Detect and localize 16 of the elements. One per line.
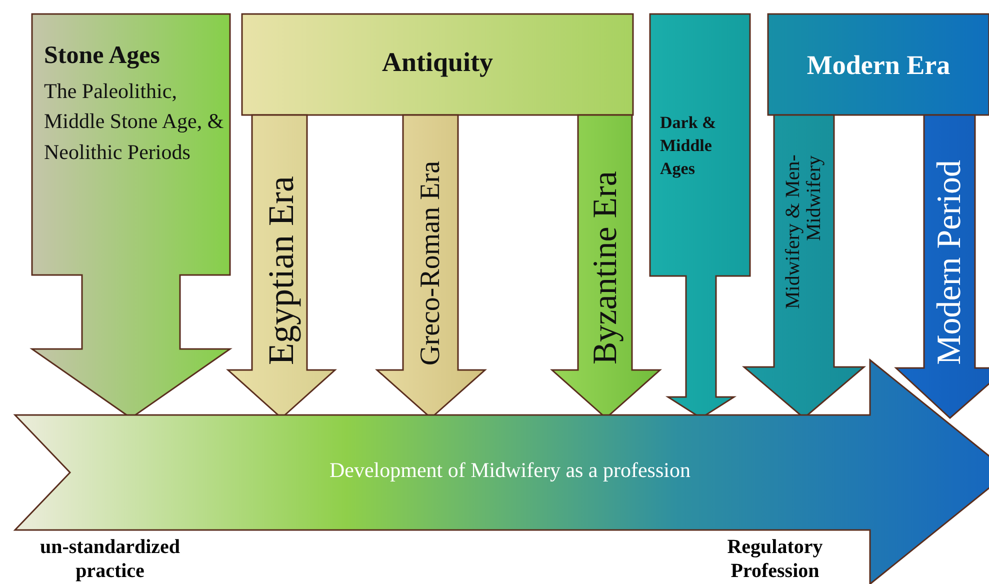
era-label: Greco-Roman Era	[417, 161, 445, 366]
era-column	[896, 115, 989, 418]
era-label: Midwifery & Men-Midwifery	[783, 155, 825, 312]
arrow-caption: Development of Midwifery as a profession	[328, 458, 692, 483]
era-label: Dark & Middle Ages	[660, 112, 718, 180]
period-heading: Stone Ages	[44, 42, 161, 70]
era-label: Byzantine Era	[589, 171, 623, 365]
period-description: The Paleolithic, Middle Stone Age, & Neolithic Periods	[44, 78, 225, 166]
era-label: Egyptian Era	[263, 176, 299, 365]
era-label: Modern Period	[933, 160, 967, 365]
scale-end-label: Regulatory Profession	[726, 535, 824, 583]
era-header-box	[242, 14, 633, 115]
era-header-box	[768, 14, 989, 115]
era-label: Modern Era	[806, 50, 952, 81]
era-label: Antiquity	[380, 47, 494, 78]
scale-end-label: un-standardized practice	[38, 535, 182, 583]
